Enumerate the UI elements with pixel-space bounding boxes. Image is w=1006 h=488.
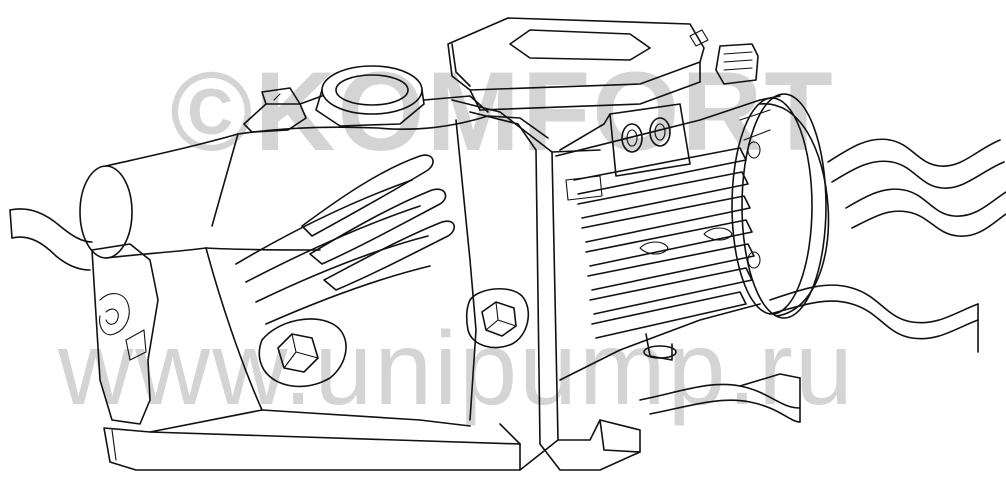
watermark-brand: ©KOMFORT	[170, 49, 835, 174]
terminal-box	[447, 17, 759, 201]
motor-flange	[451, 99, 641, 471]
water-waves	[639, 138, 1006, 423]
motor	[555, 93, 830, 381]
left-hose	[9, 208, 93, 271]
watermark-url: www.unipump.ru	[57, 311, 855, 427]
watermark: ©KOMFORT www.unipump.ru	[57, 49, 855, 427]
